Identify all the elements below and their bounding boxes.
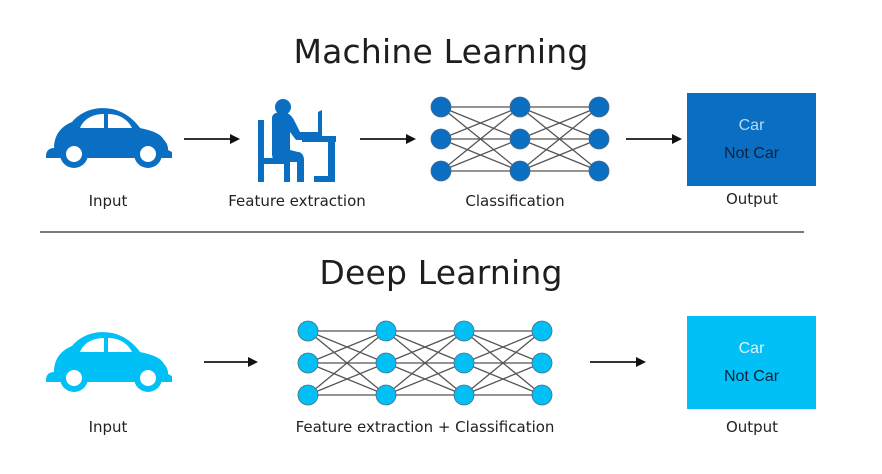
dl-network-node <box>297 320 319 342</box>
ml-output-label: Output <box>725 190 779 208</box>
ml-network-edge <box>519 106 600 172</box>
ml-title: Machine Learning <box>293 32 589 71</box>
ml-network-node <box>588 96 610 118</box>
ml-classification-label: Classification <box>465 192 565 210</box>
dl-network-node <box>453 320 475 342</box>
dl-neural-network-icon <box>297 320 553 406</box>
ml-network-node <box>509 128 531 150</box>
ml-output-car: Car <box>738 116 765 134</box>
dl-network-edge <box>307 330 387 364</box>
dl-network-edge <box>463 330 543 364</box>
dl-output-label: Output <box>725 418 779 436</box>
dl-network-node <box>531 384 553 406</box>
ml-network-node <box>430 160 452 182</box>
dl-network-node <box>375 320 397 342</box>
dl-network-node <box>453 352 475 374</box>
ml-output-not-car: Not Car <box>723 144 780 162</box>
dl-network-node <box>297 352 319 374</box>
person-at-laptop-icon <box>258 99 336 182</box>
ml-car-icon <box>46 108 172 168</box>
ml-network-node <box>509 96 531 118</box>
ml-input-label: Input <box>88 192 128 210</box>
ml-neural-network-icon <box>430 96 610 182</box>
ml-network-node <box>588 160 610 182</box>
dl-network-node <box>375 352 397 374</box>
ml-network-node <box>430 128 452 150</box>
dl-network-edge <box>463 362 543 396</box>
dl-output-box: Car Not Car <box>687 316 816 409</box>
dl-car-icon <box>46 332 172 392</box>
ml-network-node <box>509 160 531 182</box>
ml-network-node <box>430 96 452 118</box>
dl-network-node <box>531 320 553 342</box>
dl-network-edge <box>385 330 465 396</box>
dl-network-node <box>375 384 397 406</box>
dl-network-node <box>297 384 319 406</box>
dl-network-edge <box>307 362 387 396</box>
dl-network-edge <box>463 330 543 396</box>
dl-network-node <box>453 384 475 406</box>
dl-feature-extraction-classification-label: Feature extraction + Classification <box>295 418 555 436</box>
dl-network-edge <box>385 330 465 364</box>
ml-network-edge <box>519 138 600 172</box>
ml-network-edge <box>519 106 600 140</box>
dl-output-car: Car <box>738 339 765 357</box>
dl-title: Deep Learning <box>319 253 563 292</box>
ml-network-node <box>588 128 610 150</box>
dl-network-edge <box>385 362 465 396</box>
dl-network-edge <box>307 330 387 396</box>
ml-output-box: Car Not Car <box>687 93 816 186</box>
ml-feature-extraction-label: Feature extraction <box>228 192 366 210</box>
dl-network-node <box>531 352 553 374</box>
dl-output-not-car: Not Car <box>723 367 780 385</box>
section-divider <box>40 231 804 233</box>
dl-input-label: Input <box>88 418 128 436</box>
ml-network-edge <box>440 106 521 140</box>
ml-network-edge <box>440 138 521 172</box>
ml-network-edge <box>440 106 521 172</box>
